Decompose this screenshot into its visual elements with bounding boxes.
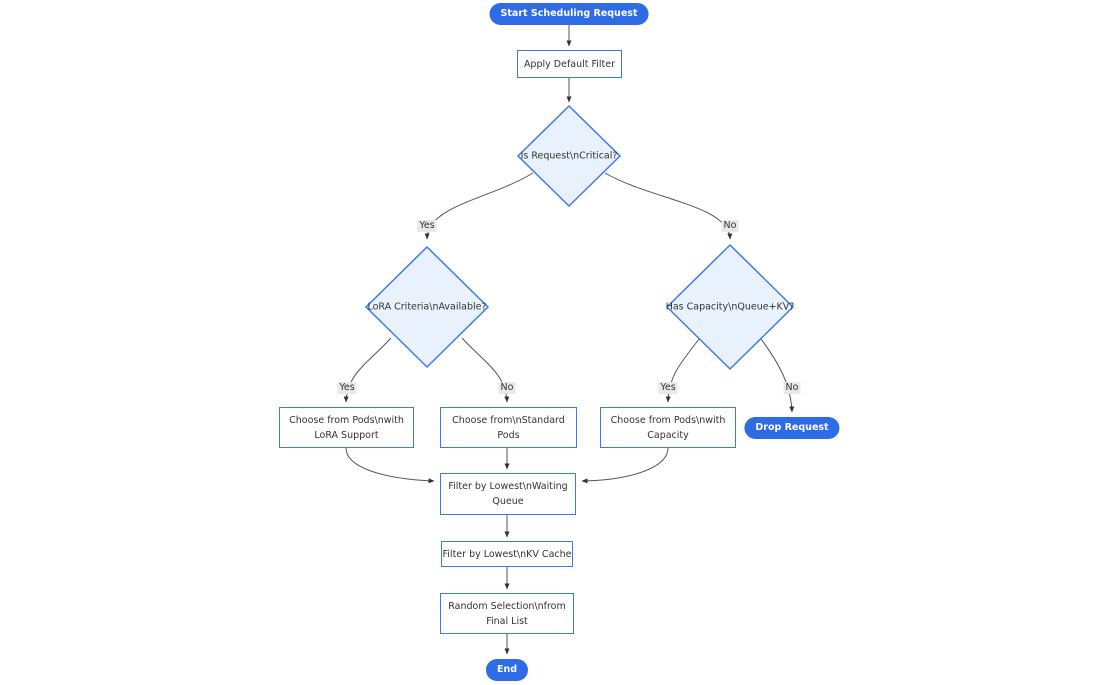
- node-label: Apply Default Filter: [523, 58, 616, 70]
- node-random-selection: Random Selection\nfrom Final List: [440, 593, 574, 634]
- edge-label-capacity-no: No: [783, 382, 801, 394]
- decision-is-critical-shape: [516, 104, 622, 208]
- node-has-capacity: Has Capacity\nQueue+KV?: [665, 301, 795, 313]
- node-label: Choose from\nStandard: [452, 414, 565, 426]
- edge-label-lora-no: No: [498, 382, 516, 394]
- edge-label-capacity-yes: Yes: [658, 382, 678, 394]
- decision-lora-criteria-shape: [364, 245, 490, 369]
- node-label: Pods: [497, 429, 520, 441]
- node-start: Start Scheduling Request: [489, 3, 649, 25]
- node-is-critical: Is Request\nCritical?: [520, 150, 618, 162]
- node-apply-default-filter: Apply Default Filter: [517, 50, 622, 78]
- edge-lora-no: [461, 337, 510, 403]
- node-label: Choose from Pods\nwith: [289, 414, 404, 426]
- node-choose-standard-pods: Choose from\nStandard Pods: [440, 407, 577, 448]
- decision-has-capacity-shape: [665, 243, 795, 371]
- node-label: LoRA Support: [314, 429, 379, 441]
- edge-label-critical-no: No: [721, 220, 739, 232]
- node-label: Capacity: [647, 429, 689, 441]
- node-choose-capacity-pods: Choose from Pods\nwith Capacity: [600, 407, 736, 448]
- edge-capacity-yes: [665, 338, 700, 403]
- node-drop-request: Drop Request: [744, 417, 840, 439]
- node-filter-waiting-queue: Filter by Lowest\nWaiting Queue: [440, 473, 576, 515]
- node-label: Filter by Lowest\nWaiting: [448, 481, 568, 492]
- node-choose-lora-pods: Choose from Pods\nwith LoRA Support: [279, 407, 414, 448]
- edge-label-lora-yes: Yes: [337, 382, 357, 394]
- node-label: Filter by Lowest\nKV Cache: [442, 548, 572, 560]
- node-label: Random Selection\nfrom: [448, 600, 566, 612]
- edge-label-critical-yes: Yes: [417, 220, 437, 232]
- node-label: Choose from Pods\nwith: [610, 414, 726, 426]
- node-filter-kv-cache: Filter by Lowest\nKV Cache: [441, 541, 573, 567]
- edge-lora-yes: [343, 337, 392, 403]
- edge-capacitypods-to-queue: [581, 447, 669, 484]
- node-end: End: [485, 659, 529, 681]
- edge-critical-yes: [424, 172, 534, 240]
- edge-critical-no: [604, 172, 733, 240]
- node-label: Queue: [492, 496, 524, 507]
- edge-capacity-no: [760, 338, 795, 413]
- node-lora-criteria: LoRA Criteria\nAvailable?: [367, 301, 487, 313]
- edge-lorapods-to-queue: [345, 447, 435, 484]
- node-label: Final List: [486, 615, 528, 627]
